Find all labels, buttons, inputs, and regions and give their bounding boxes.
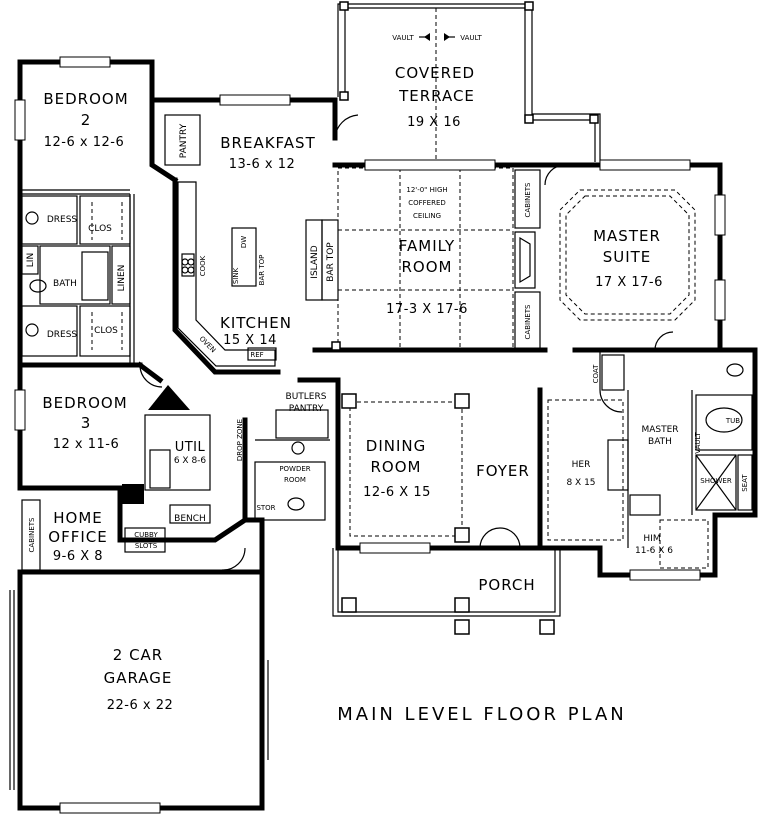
- foyer-label: FOYER: [476, 462, 530, 480]
- family-name2: ROOM: [402, 258, 453, 276]
- cubby-l1: CUBBY: [134, 531, 158, 539]
- ref-label: REF: [250, 351, 263, 359]
- dining-dim: 12-6 X 15: [363, 485, 431, 500]
- butlers-l2: PANTRY: [289, 404, 324, 414]
- terrace-name1: COVERED: [395, 64, 475, 82]
- labels: BEDROOM 2 12-6 x 12-6 BREAKFAST 13-6 x 1…: [26, 33, 749, 725]
- bench-label: BENCH: [174, 514, 206, 524]
- master-bath-l1: MASTER: [641, 425, 678, 435]
- him-dim: 11-6 X 6: [635, 546, 673, 556]
- interior-walls: [20, 114, 753, 571]
- island-label: ISLAND: [310, 245, 320, 278]
- butlers-l1: BUTLERS: [286, 392, 327, 402]
- vault-right: VAULT: [460, 34, 482, 42]
- bedroom2-dim: 12-6 x 12-6: [44, 135, 124, 150]
- ceiling-l3: CEILING: [413, 212, 441, 220]
- util-dim: 6 X 8-6: [174, 456, 207, 466]
- bartop-small-label: BAR TOP: [258, 255, 266, 286]
- bedroom3-num: 3: [81, 414, 92, 432]
- bath-label: BATH: [53, 279, 77, 289]
- cabinets-office: CABINETS: [28, 517, 36, 552]
- terrace-dim: 19 X 16: [407, 115, 461, 130]
- garage-dim: 22-6 x 22: [107, 698, 174, 713]
- vault-arrow-icon: [419, 33, 455, 41]
- vault-left: VAULT: [392, 34, 414, 42]
- cook-label: COOK: [199, 255, 207, 276]
- garage-door: [9, 590, 269, 790]
- dress-bottom: DRESS: [47, 330, 78, 340]
- powder-l1: POWDER: [279, 465, 310, 473]
- plan-title: MAIN LEVEL FLOOR PLAN: [337, 704, 627, 725]
- garage-name2: GARAGE: [104, 669, 173, 687]
- cubby-l2: SLOTS: [135, 542, 158, 550]
- porch-outline: [332, 548, 561, 617]
- oven-label: OVEN: [198, 335, 218, 355]
- office-name2: OFFICE: [48, 528, 107, 546]
- util-name: UTIL: [175, 440, 206, 455]
- office-name1: HOME: [53, 509, 103, 527]
- drop-zone-label: DROP ZONE: [236, 419, 244, 461]
- dining-name1: DINING: [366, 437, 426, 455]
- terrace-outline: [337, 3, 601, 165]
- family-name1: FAMILY: [399, 237, 455, 255]
- seat-label: SEAT: [741, 474, 749, 492]
- dress-top: DRESS: [47, 215, 78, 225]
- tub-label: TUB: [725, 417, 740, 425]
- him-name: HIM: [643, 534, 660, 544]
- posts: [122, 1, 599, 635]
- ceiling-l1: 12'-0" HIGH: [406, 186, 447, 194]
- shower-label: SHOWER: [700, 477, 732, 485]
- dw-label: DW: [240, 236, 248, 248]
- garage-name1: 2 CAR: [113, 646, 163, 664]
- bedroom2-name: BEDROOM: [43, 90, 128, 108]
- pantry-label: PANTRY: [179, 123, 189, 158]
- dining-name2: ROOM: [371, 458, 422, 476]
- lin-label: LIN: [26, 253, 36, 267]
- master-name1: MASTER: [593, 227, 661, 245]
- cabinets-bottom: CABINETS: [524, 304, 532, 339]
- bedroom3-name: BEDROOM: [42, 394, 127, 412]
- clos-top: CLOS: [88, 224, 112, 234]
- powder-l2: ROOM: [284, 476, 306, 484]
- kitchen-name: KITCHEN: [220, 314, 292, 332]
- sink-label: SINK: [232, 267, 240, 284]
- family-dim: 17-3 X 17-6: [386, 302, 468, 317]
- windows: [14, 56, 726, 814]
- ceiling-l2: COFFERED: [408, 199, 446, 207]
- clos-bottom: CLOS: [94, 326, 118, 336]
- bedroom3-dim: 12 x 11-6: [53, 437, 120, 452]
- doors: [139, 114, 674, 571]
- stor-label: STOR: [256, 504, 275, 512]
- coat-label: COAT: [592, 364, 600, 384]
- kitchen-dim: 15 X 14: [223, 333, 277, 348]
- bedroom2-num: 2: [81, 111, 92, 129]
- master-name2: SUITE: [603, 248, 652, 266]
- master-dim: 17 X 17-6: [595, 275, 663, 290]
- breakfast-dim: 13-6 x 12: [229, 157, 296, 172]
- master-bath-l2: BATH: [648, 437, 672, 447]
- breakfast-name: BREAKFAST: [220, 134, 315, 152]
- office-dim: 9-6 X 8: [53, 549, 103, 564]
- bartop-label: BAR TOP: [326, 242, 336, 282]
- cabinets-top: CABINETS: [524, 182, 532, 217]
- her-name: HER: [572, 460, 591, 470]
- vault-bath-label: VAULT: [694, 432, 702, 454]
- her-dim: 8 X 15: [566, 478, 595, 488]
- linen-label: LINEN: [117, 265, 127, 292]
- porch-label: PORCH: [478, 576, 535, 594]
- terrace-name2: TERRACE: [398, 87, 475, 105]
- exterior-walls: [17, 59, 758, 811]
